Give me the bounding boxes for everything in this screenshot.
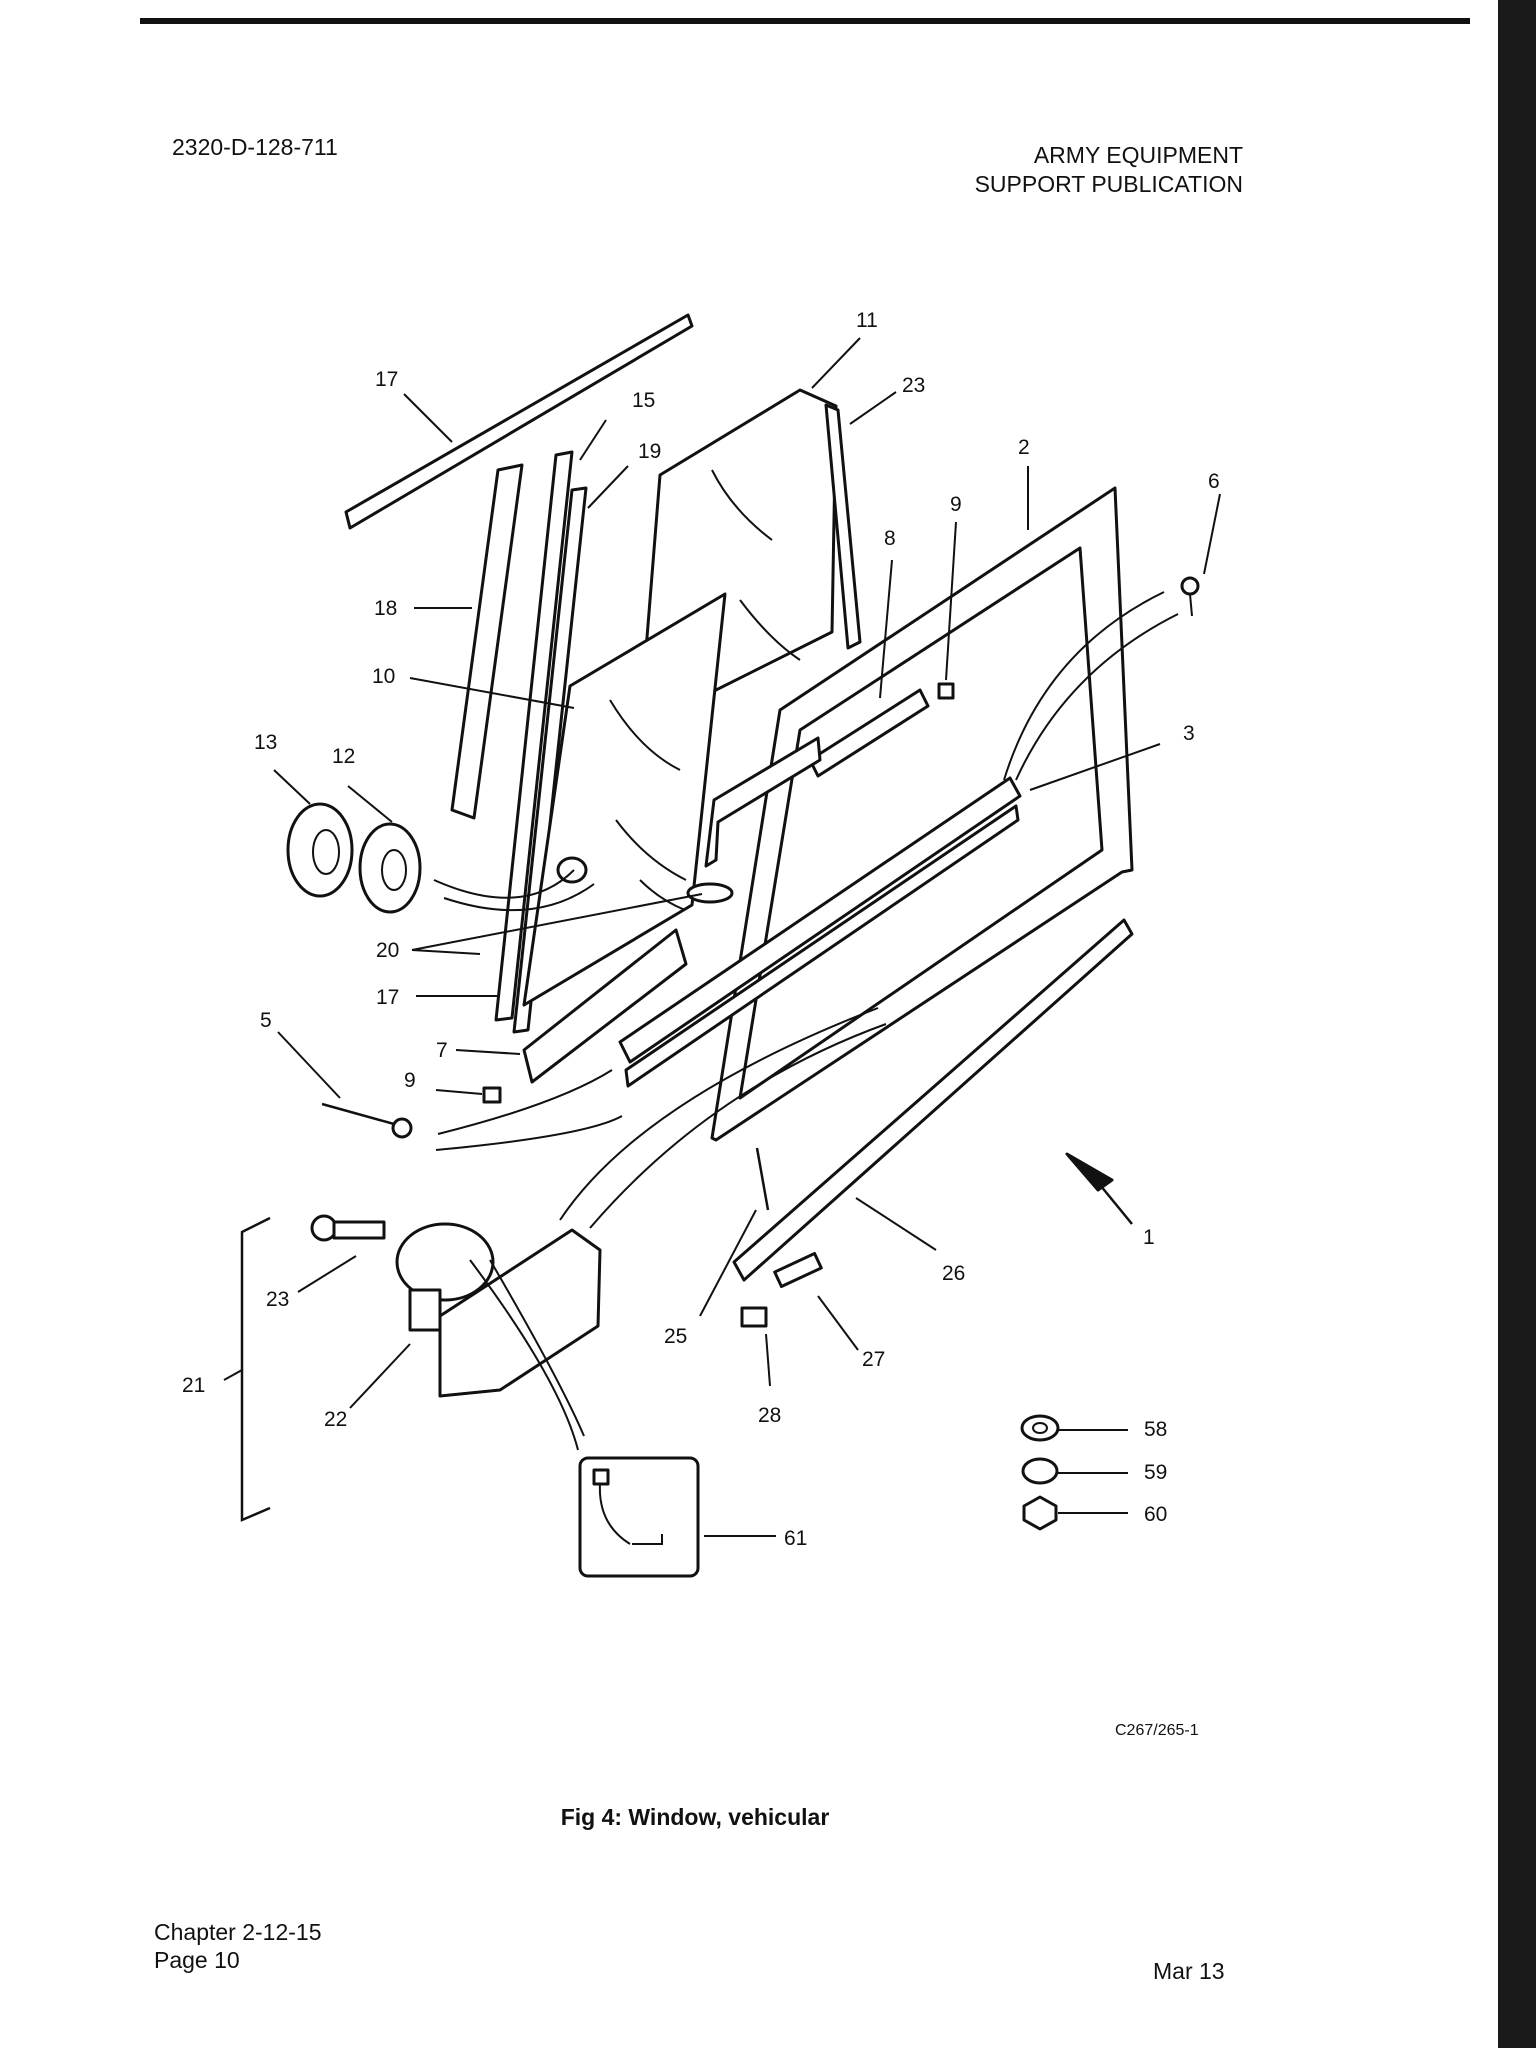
part-5-bolt xyxy=(321,1102,395,1126)
callout-9-upper: 9 xyxy=(950,493,962,516)
publisher-heading: ARMY EQUIPMENT SUPPORT PUBLICATION xyxy=(975,141,1243,199)
leader-lines xyxy=(223,337,1221,1537)
part-61-inset xyxy=(578,1456,700,1578)
callout-1: 1 xyxy=(1143,1226,1155,1249)
callout-17-lower: 17 xyxy=(376,986,399,1009)
part-9-clip-lower xyxy=(482,1086,502,1104)
callout-7: 7 xyxy=(436,1039,448,1062)
callout-11: 11 xyxy=(856,309,878,332)
top-rule xyxy=(140,18,1470,24)
part-7-strip xyxy=(522,928,688,1084)
part-2-frame-inner xyxy=(738,546,1104,1100)
callout-9-lower: 9 xyxy=(404,1069,416,1092)
part-8-strip xyxy=(808,688,930,778)
part-23-seal xyxy=(824,403,862,650)
callout-5: 5 xyxy=(260,1009,272,1032)
callout-17-top: 17 xyxy=(375,368,398,391)
issue-date: Mar 13 xyxy=(1153,1958,1225,1984)
part-6-screw xyxy=(1180,576,1200,596)
callout-13: 13 xyxy=(254,731,277,754)
callout-28: 28 xyxy=(758,1404,781,1427)
callout-61: 61 xyxy=(784,1527,807,1550)
part-59-lockwasher xyxy=(1021,1457,1059,1485)
part-13-grommet xyxy=(286,802,354,898)
document-id: 2320-D-128-711 xyxy=(172,134,338,160)
callout-27: 27 xyxy=(862,1348,885,1371)
part-23-bolt-shank xyxy=(332,1220,386,1240)
callout-12: 12 xyxy=(332,745,355,768)
part-8-bracket xyxy=(704,736,822,868)
part-3-rail xyxy=(618,776,1022,1064)
part-18-channel xyxy=(450,463,524,820)
part-58-washer xyxy=(1020,1414,1060,1442)
callout-59: 59 xyxy=(1144,1461,1167,1484)
callout-23-lower: 23 xyxy=(266,1288,289,1311)
part-26-rail xyxy=(732,918,1134,1282)
part-12-grommet xyxy=(358,822,422,914)
part-19-channel xyxy=(512,486,588,1034)
callout-2: 2 xyxy=(1018,436,1030,459)
callout-18: 18 xyxy=(374,597,397,620)
callout-22: 22 xyxy=(324,1408,347,1431)
callout-20: 20 xyxy=(376,939,399,962)
callout-58: 58 xyxy=(1144,1418,1167,1441)
callout-15: 15 xyxy=(632,389,655,412)
figure-caption: Fig 4: Window, vehicular xyxy=(560,1804,830,1830)
publisher-line-2: SUPPORT PUBLICATION xyxy=(974,171,1243,197)
callout-26: 26 xyxy=(942,1262,965,1285)
callout-21: 21 xyxy=(182,1374,205,1397)
callout-6: 6 xyxy=(1208,470,1220,493)
part-9-clip-upper xyxy=(937,682,955,700)
part-27-block xyxy=(773,1251,823,1289)
drawing-code: C267/265-1 xyxy=(1115,1722,1199,1739)
callout-60: 60 xyxy=(1144,1503,1167,1526)
page-number: Page 10 xyxy=(154,1947,240,1973)
assembly-21-bracket xyxy=(240,1216,271,1522)
callout-25: 25 xyxy=(664,1325,687,1348)
scan-edge xyxy=(1498,0,1536,2048)
callout-3: 3 xyxy=(1183,722,1195,745)
chapter-label: Chapter 2-12-15 xyxy=(154,1919,322,1945)
part-10-glass xyxy=(522,592,727,1007)
part-3-rail-lower xyxy=(624,804,1020,1088)
callout-23-upper: 23 xyxy=(902,374,925,397)
part-20-slot xyxy=(686,882,734,904)
part-15-channel xyxy=(494,450,574,1022)
publisher-line-1: ARMY EQUIPMENT xyxy=(1033,142,1243,168)
callout-19: 19 xyxy=(638,440,661,463)
direction-arrow-1 xyxy=(1065,1152,1114,1192)
part-60-nut xyxy=(1022,1495,1058,1531)
part-25-stud xyxy=(755,1147,770,1211)
callout-10: 10 xyxy=(372,665,395,688)
part-28-block xyxy=(740,1306,768,1328)
part-20-hole xyxy=(556,856,588,884)
part-23-bolt-head xyxy=(310,1214,338,1242)
footer-left: Chapter 2-12-15 Page 10 xyxy=(154,1918,322,1974)
part-22-roller xyxy=(395,1222,495,1302)
callout-8: 8 xyxy=(884,527,896,550)
